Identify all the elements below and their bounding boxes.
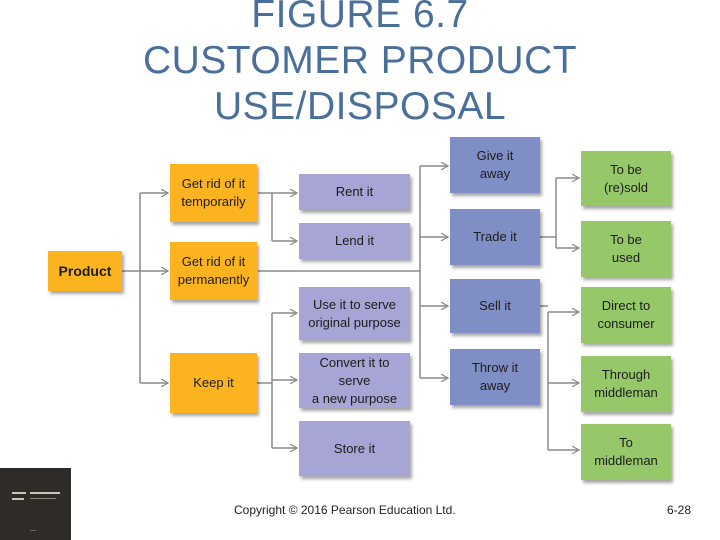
to-be-used-box: To be used xyxy=(581,221,671,277)
use-original-purpose-box: Use it to serve original purpose xyxy=(299,287,410,340)
product-box: Product xyxy=(48,251,122,291)
keep-it-box: Keep it xyxy=(170,353,257,413)
trade-it-box: Trade it xyxy=(450,209,540,265)
throw-it-away-box: Throw it away xyxy=(450,349,540,405)
title-line-1: FIGURE 6.7 xyxy=(251,0,469,36)
book-cover-icon xyxy=(0,468,71,540)
lend-it-box: Lend it xyxy=(299,223,410,259)
through-middleman-box: Through middleman xyxy=(581,356,671,412)
sell-it-box: Sell it xyxy=(450,279,540,333)
get-rid-temporarily-box: Get rid of it temporarily xyxy=(170,164,257,222)
store-it-box: Store it xyxy=(299,421,410,476)
give-it-away-box: Give it away xyxy=(450,137,540,193)
to-be-resold-box: To be (re)sold xyxy=(581,151,671,206)
get-rid-permanently-box: Get rid of it permanently xyxy=(170,242,257,300)
page-number: 6-28 xyxy=(667,503,692,517)
convert-new-purpose-box: Convert it to serve a new purpose xyxy=(299,353,410,408)
slide-title: FIGURE 6.7 CUSTOMER PRODUCT USE/DISPOSAL xyxy=(0,0,720,134)
copyright-text: Copyright © 2016 Pearson Education Ltd. xyxy=(234,503,456,517)
title-line-2: CUSTOMER PRODUCT xyxy=(142,39,578,82)
to-middleman-box: To middleman xyxy=(581,424,671,480)
rent-it-box: Rent it xyxy=(299,174,410,210)
direct-to-consumer-box: Direct to consumer xyxy=(581,287,671,343)
title-line-3: USE/DISPOSAL xyxy=(213,85,507,128)
